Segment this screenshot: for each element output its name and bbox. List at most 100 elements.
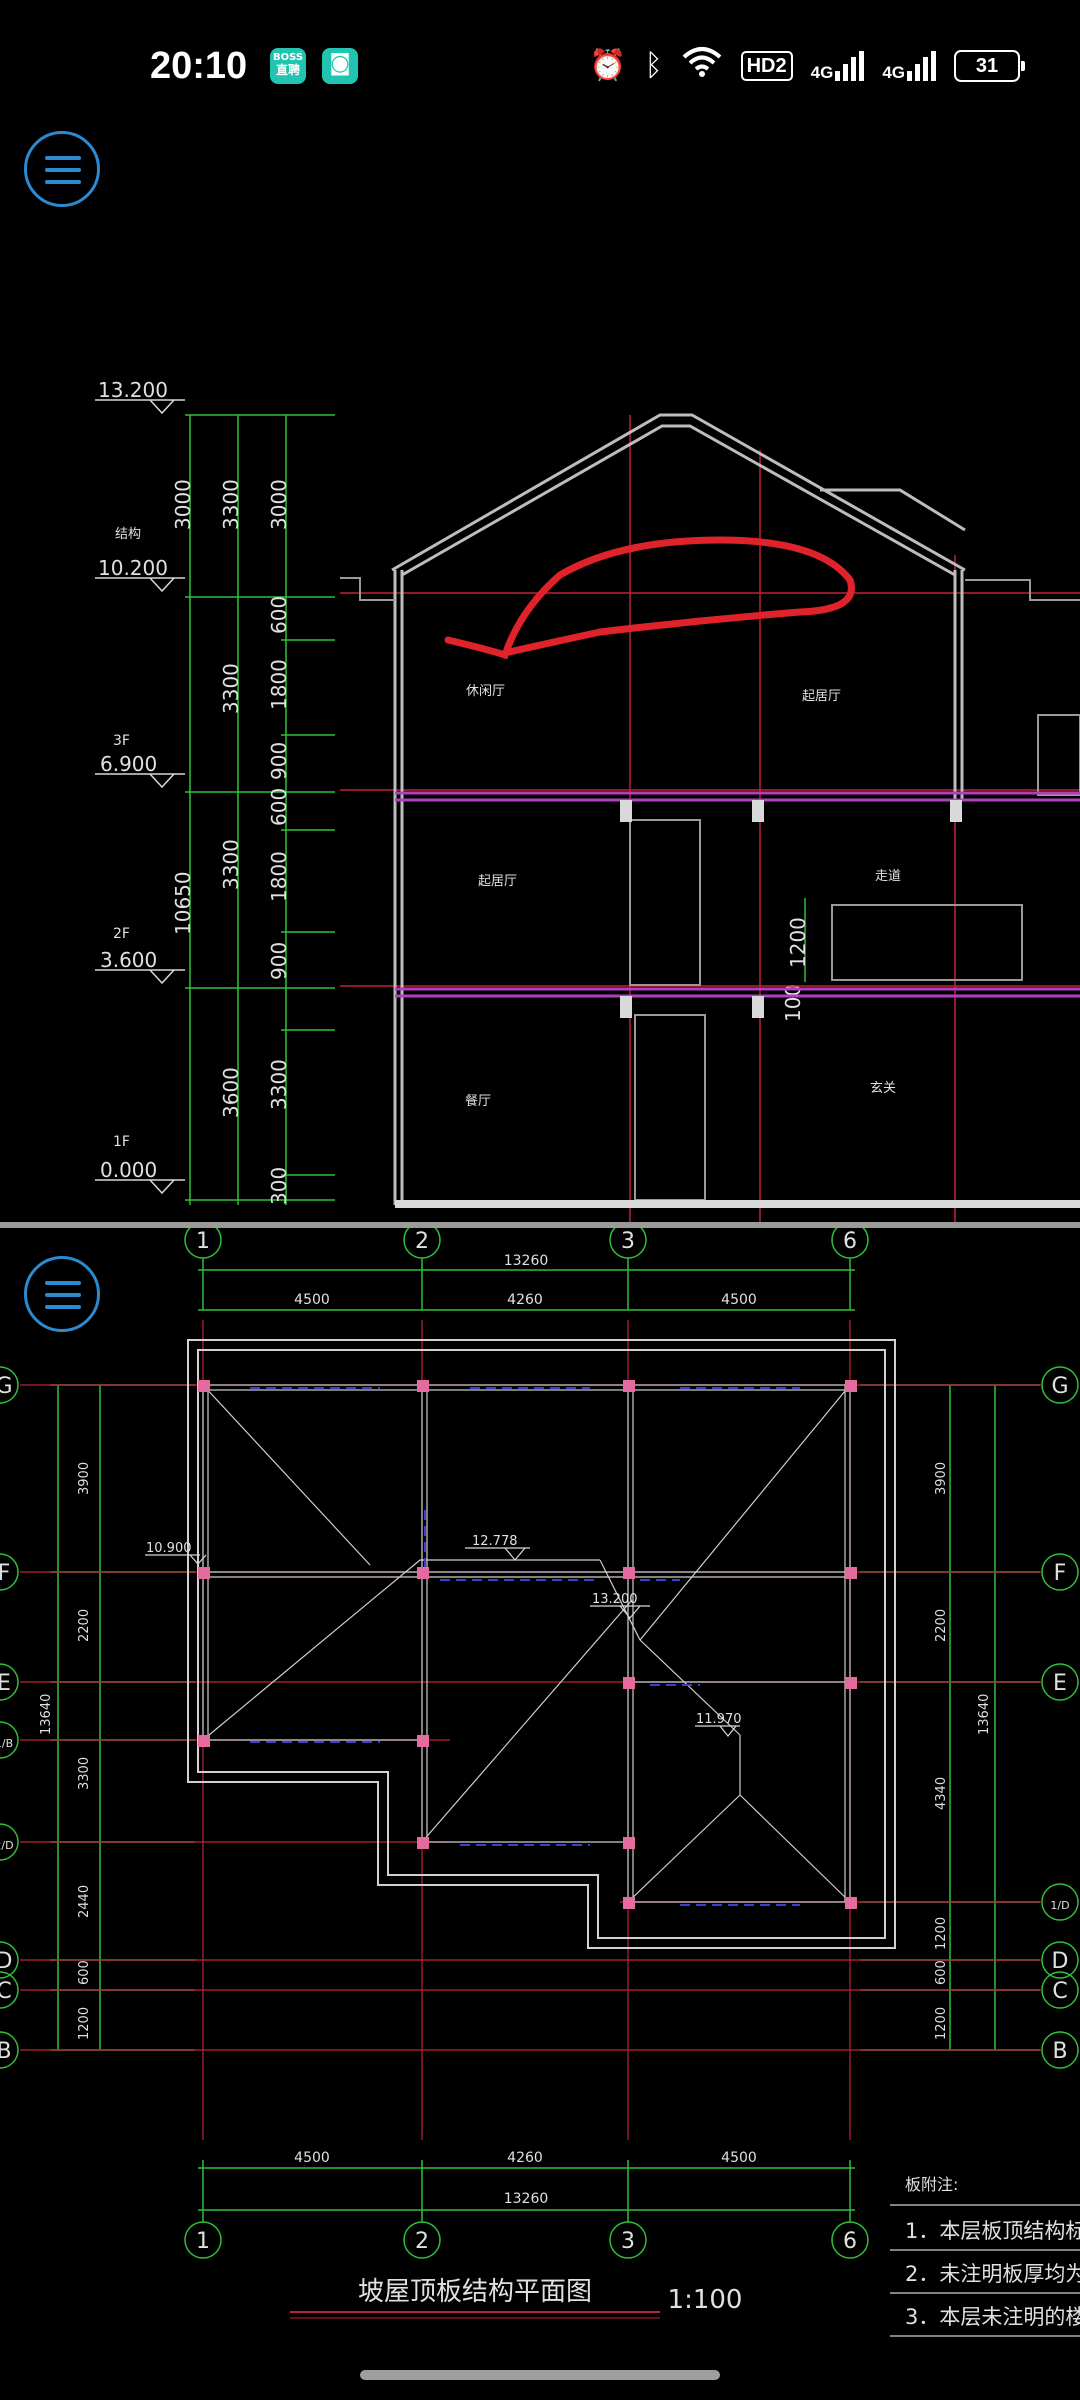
dim-label: 3000 <box>267 479 291 530</box>
freehand-annotation <box>444 536 855 660</box>
elevation-label: 0.000 <box>100 1158 157 1182</box>
plan-drawing[interactable]: 1 2 3 6 1 2 3 6 G F E D C B G F E D C B … <box>0 1221 1080 2378</box>
dim-label: 3300 <box>219 663 243 714</box>
dim-label: 4500 <box>294 1292 330 1308</box>
elevation-label: 3.600 <box>100 948 157 972</box>
notes-title: 板附注: <box>905 2175 958 2194</box>
room-label: 起居厅 <box>802 689 841 704</box>
boss-icon-text-bottom: 直聘 <box>275 63 300 77</box>
plan-drawing-panel[interactable]: 1 2 3 6 1 2 3 6 G F E D C B G F E D C B … <box>0 1221 1080 2378</box>
dim-total-label: 13260 <box>504 2191 549 2207</box>
dim-total-label: 13640 <box>977 1694 992 1735</box>
mi-home-app-icon: ◙ <box>322 48 358 84</box>
floor-label: 结构 <box>115 527 141 542</box>
axis-label: G <box>1051 1374 1068 1399</box>
room-label: 走道 <box>875 869 901 884</box>
dim-label: 300 <box>267 1167 291 1205</box>
axis-label: E <box>0 1671 11 1696</box>
dim-label: 600 <box>77 1960 92 1985</box>
hd-voice-icon: HD2 <box>740 51 793 81</box>
axis-label: 3 <box>621 1229 635 1254</box>
dim-label: 600 <box>934 1960 949 1985</box>
status-time: 20:10 <box>150 45 248 87</box>
dim-label: 2440 <box>77 1885 92 1918</box>
axis-label: D <box>1052 1949 1069 1974</box>
axis-label: 2 <box>415 2229 429 2254</box>
split-divider[interactable] <box>0 1222 1080 1228</box>
axis-label: 6 <box>843 2229 857 2254</box>
axis-label: F <box>0 1561 10 1586</box>
dim-label: 3900 <box>934 1462 949 1495</box>
dim-total-label: 13260 <box>504 1253 549 1269</box>
axis-label: 6 <box>843 1229 857 1254</box>
note-line: 3．本层未注明的楼板筋均为 <box>905 2305 1080 2329</box>
signal-2-icon: 4G <box>882 51 936 81</box>
dim-label: 2200 <box>934 1609 949 1642</box>
drawing-title: 坡屋顶板结构平面图 <box>358 2277 592 2307</box>
room-label: 起居厅 <box>478 874 517 889</box>
battery-icon: 31 <box>954 50 1025 82</box>
axis-label: D <box>0 1949 12 1974</box>
axis-label: 1 <box>196 2229 210 2254</box>
floor-label: 2F <box>113 926 130 942</box>
alarm-icon: ⏰ <box>589 48 627 83</box>
axis-label: 2 <box>415 1229 429 1254</box>
elevation-label: 10.200 <box>98 556 168 580</box>
room-label: 休闲厅 <box>466 684 505 699</box>
dim-total-label: 13640 <box>39 1694 54 1735</box>
boss-app-icon: BOSS 直聘 <box>270 48 306 84</box>
axis-label: F <box>1054 1561 1067 1586</box>
section-drawing[interactable]: 13.200 10.200 6.900 3.600 0.000 结构 3F 2F… <box>0 140 1080 1222</box>
dim-total-label: 10650 <box>171 871 195 935</box>
sub-axis-label: 2/D <box>0 1839 14 1852</box>
boss-icon-text-top: BOSS <box>272 52 304 63</box>
axis-label: B <box>1052 2039 1067 2064</box>
status-icons: ⏰ ᛒ HD2 4G 4G 31 <box>589 45 1025 88</box>
dim-label: 3300 <box>77 1757 92 1790</box>
sub-axis-label: 1/D <box>1050 1899 1069 1912</box>
dim-label: 3000 <box>171 479 195 530</box>
level-label: 13.200 <box>592 1592 638 1607</box>
dim-label: 2200 <box>77 1609 92 1642</box>
axis-label: 1 <box>196 1229 210 1254</box>
axis-label: C <box>1052 1979 1067 2004</box>
dim-label: 3300 <box>219 479 243 530</box>
dim-label: 3300 <box>267 1059 291 1110</box>
elevation-label: 6.900 <box>100 752 157 776</box>
wifi-icon <box>681 45 723 88</box>
axis-label: G <box>0 1374 13 1399</box>
status-bar: 20:10 BOSS 直聘 ◙ ⏰ ᛒ HD2 4G 4G 31 <box>0 0 1080 140</box>
elevation-label: 13.200 <box>98 378 168 402</box>
note-line: 2．未注明板厚均为120mm <box>905 2262 1080 2286</box>
menu-button-bottom[interactable] <box>24 1256 100 1332</box>
menu-button-top[interactable] <box>24 131 100 207</box>
axis-label: C <box>0 1979 12 2004</box>
dim-label: 4500 <box>294 2150 330 2166</box>
room-label: 餐厅 <box>465 1093 491 1109</box>
dim-label: 1200 <box>934 2007 949 2040</box>
dim-label: 3900 <box>77 1462 92 1495</box>
dim-label: 4340 <box>934 1777 949 1810</box>
dim-label: 900 <box>267 742 291 780</box>
axis-label: 3 <box>621 2229 635 2254</box>
note-line: 1．本层板顶结构标高阁建筑 <box>905 2219 1080 2243</box>
home-indicator[interactable] <box>360 2370 720 2380</box>
dim-label: 3300 <box>219 839 243 890</box>
drawing-scale: 1:100 <box>668 2285 743 2315</box>
level-label: 10.900 <box>146 1541 192 1556</box>
section-drawing-panel[interactable]: 13.200 10.200 6.900 3.600 0.000 结构 3F 2F… <box>0 140 1080 1222</box>
dim-label: 4500 <box>721 1292 757 1308</box>
dim-label: 1200 <box>934 1917 949 1950</box>
axis-label: E <box>1053 1671 1067 1696</box>
dim-label: 3600 <box>219 1067 243 1118</box>
dim-label: 600 <box>267 788 291 826</box>
axis-label: B <box>0 2039 12 2064</box>
dim-label: 4260 <box>507 2150 543 2166</box>
dim-label: 4260 <box>507 1292 543 1308</box>
floor-label: 1F <box>113 1134 130 1150</box>
signal-1-icon: 4G <box>811 51 865 81</box>
floor-label: 3F <box>113 733 130 749</box>
level-label: 11.970 <box>696 1712 742 1727</box>
dim-label: 900 <box>267 942 291 980</box>
sub-axis-label: 1/B <box>0 1737 13 1750</box>
